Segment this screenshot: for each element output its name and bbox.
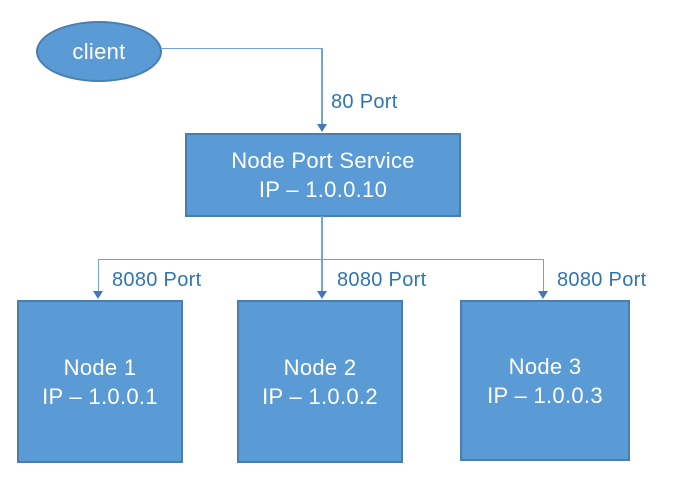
service-box: Node Port Service IP – 1.0.0.10 <box>185 133 461 217</box>
arrowhead-into-node-2-icon <box>316 291 327 299</box>
client-label: client <box>72 39 126 64</box>
node-2-ip: IP – 1.0.0.2 <box>262 383 378 409</box>
drop-line-node-3 <box>542 258 545 293</box>
node-box-3: Node 3 IP – 1.0.0.3 <box>460 300 630 461</box>
connector-client-horizontal <box>161 47 322 50</box>
node-box-1: Node 1 IP – 1.0.0.1 <box>17 300 183 463</box>
service-title: Node Port Service <box>231 148 415 173</box>
connector-service-down <box>321 216 323 260</box>
node-box-2: Node 2 IP – 1.0.0.2 <box>237 300 403 463</box>
port-label-80: 80 Port <box>331 91 398 113</box>
drop-line-node-1 <box>97 258 100 293</box>
client-shape: client <box>36 21 162 82</box>
port-label-8080-node-3: 8080 Port <box>557 269 647 291</box>
port-label-8080-node-1: 8080 Port <box>112 269 202 291</box>
service-ip: IP – 1.0.0.10 <box>258 177 388 202</box>
port-label-8080-node-2: 8080 Port <box>337 269 427 291</box>
node-3-title: Node 3 <box>508 353 582 379</box>
arrowhead-into-service-icon <box>316 124 327 132</box>
node-1-title: Node 1 <box>63 354 137 380</box>
connector-client-vertical <box>321 47 323 126</box>
node-1-ip: IP – 1.0.0.1 <box>42 383 158 409</box>
arrowhead-into-node-3-icon <box>537 291 548 299</box>
arrowhead-into-node-1-icon <box>92 291 103 299</box>
drop-line-node-2 <box>321 258 323 293</box>
node-2-title: Node 2 <box>283 354 357 380</box>
branch-horizontal-line <box>97 258 544 261</box>
node-3-ip: IP – 1.0.0.3 <box>487 382 603 408</box>
